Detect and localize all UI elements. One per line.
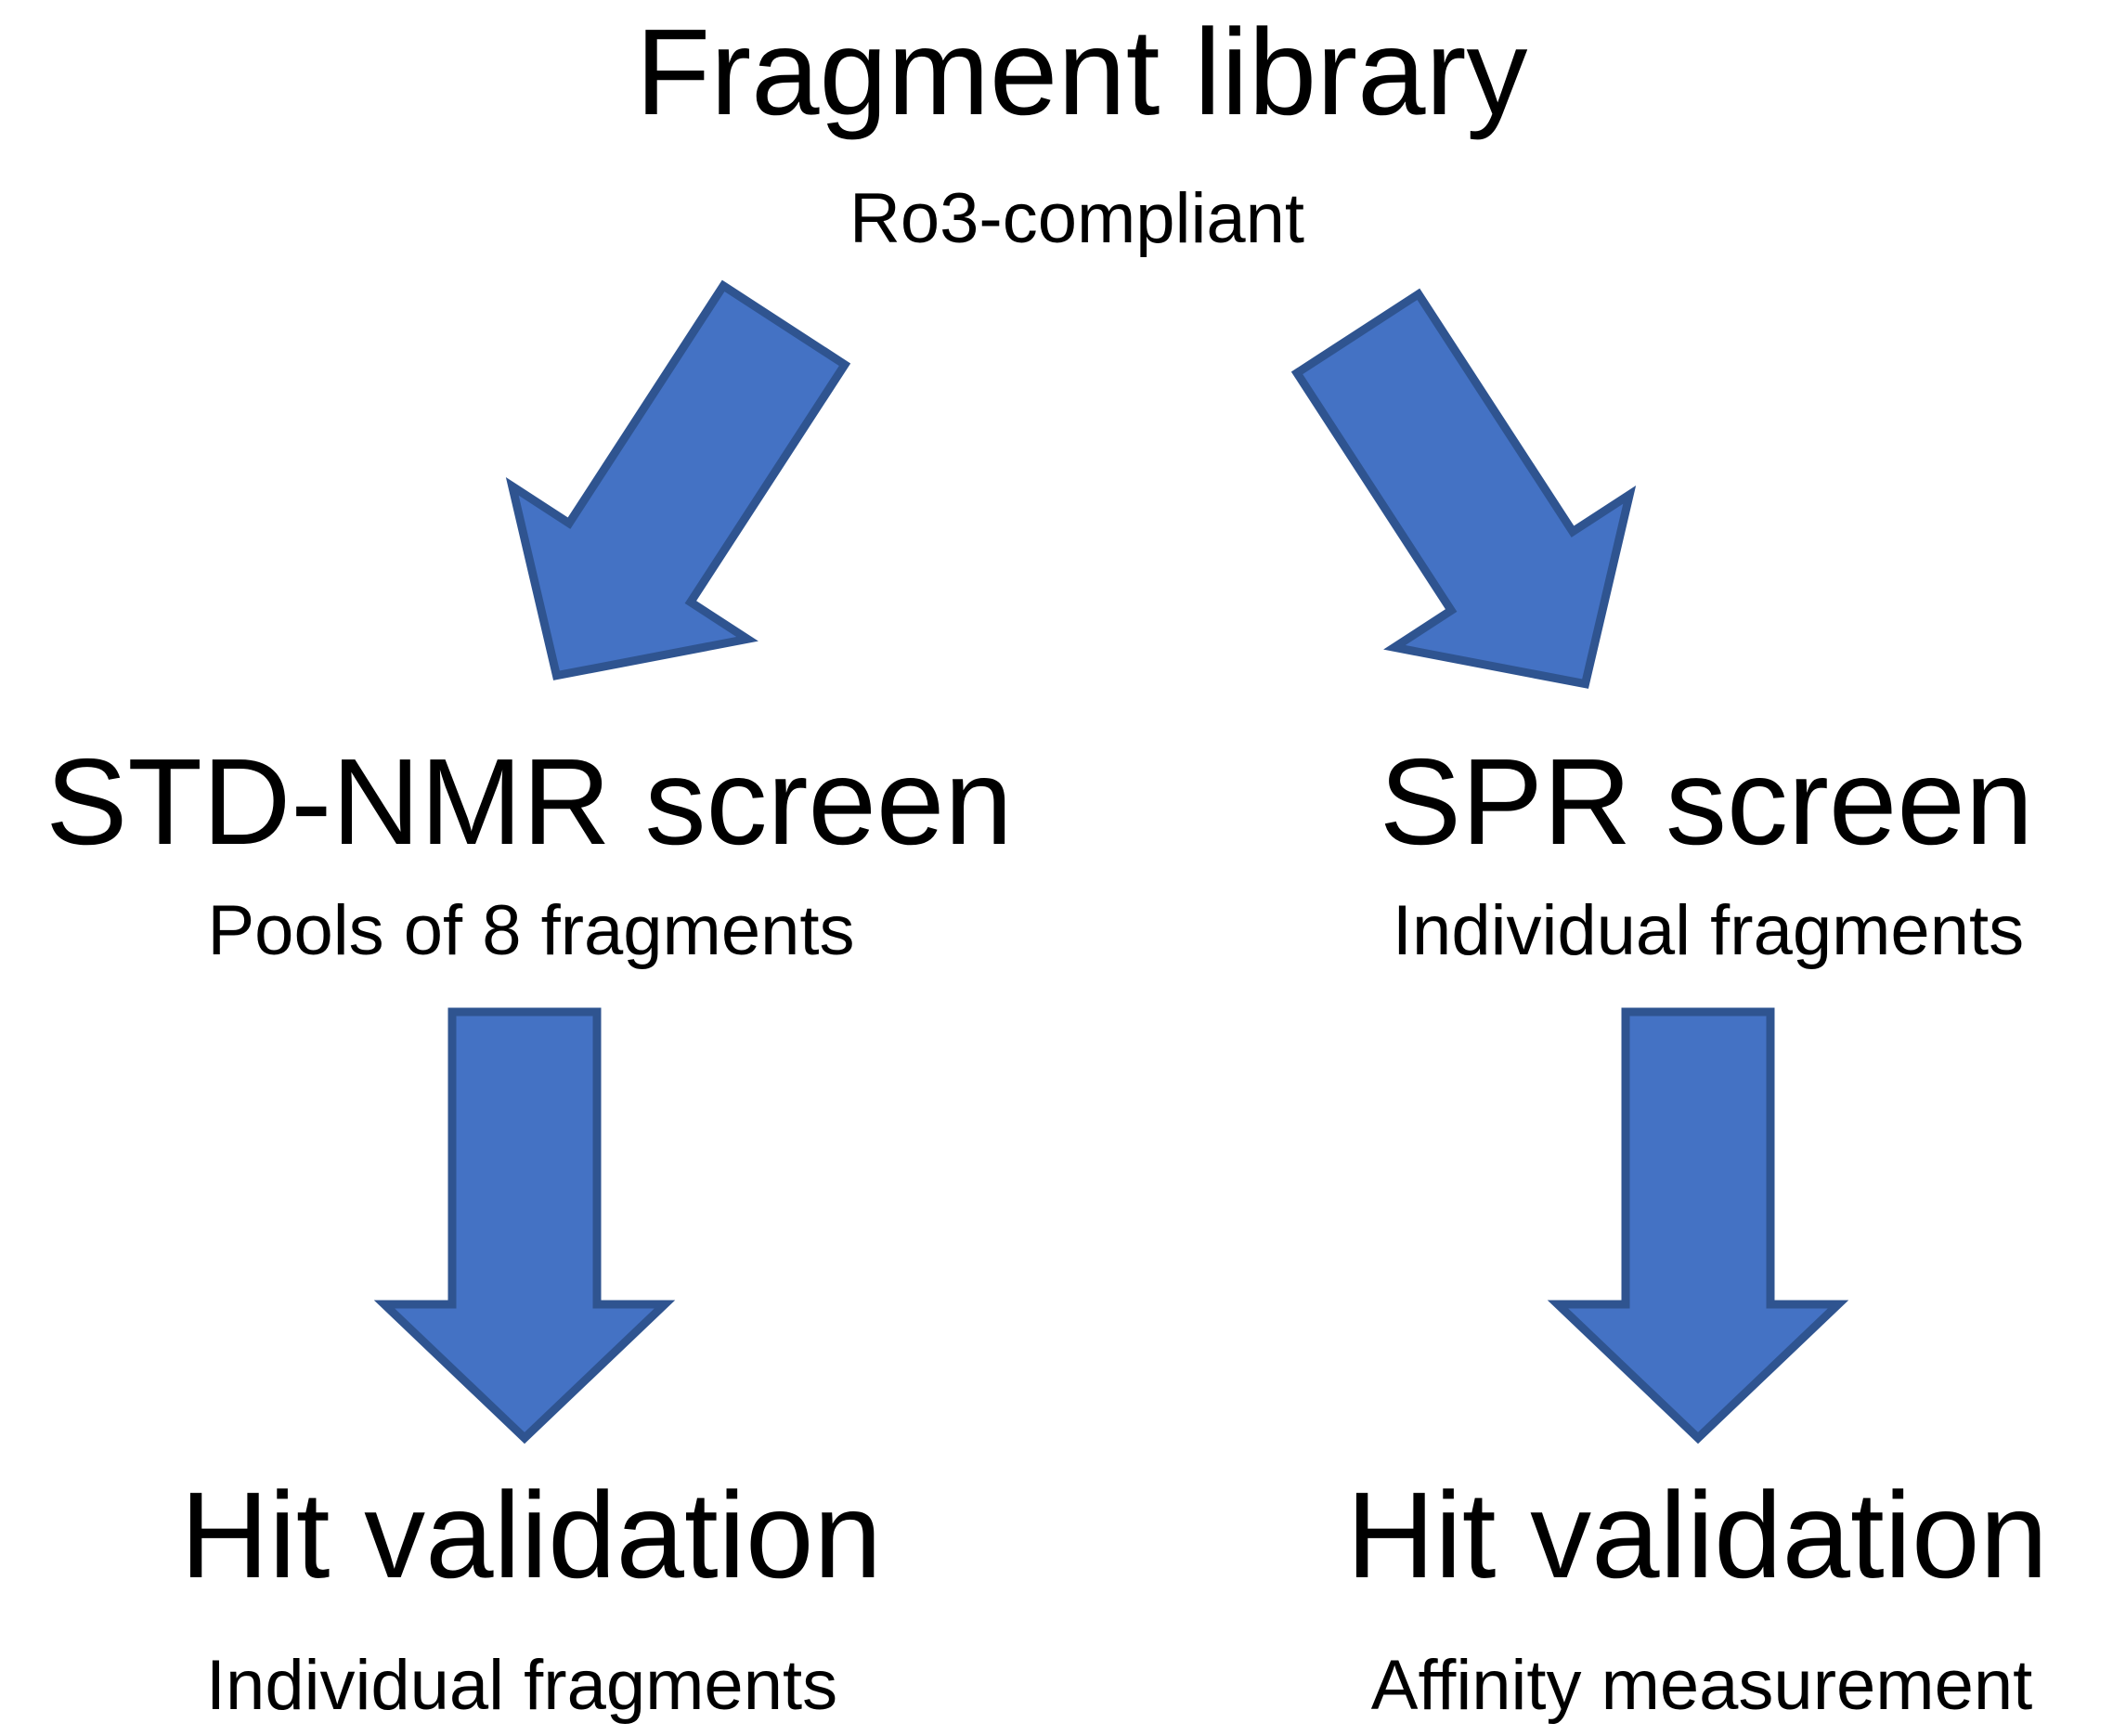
spr-screen-title: SPR screen	[1379, 733, 2034, 870]
arrow-down-right-column-icon	[1547, 1007, 1849, 1445]
right-hit-validation-subtitle: Affinity measurement	[1370, 1646, 2033, 1725]
std-nmr-screen-subtitle: Pools of 8 fragments	[207, 891, 855, 970]
left-hit-validation-subtitle: Individual fragments	[205, 1646, 838, 1725]
arrow-down-right-icon	[1290, 288, 1637, 689]
arrow-down-left-icon	[505, 279, 851, 680]
left-hit-validation-title: Hit validation	[180, 1467, 882, 1603]
fragment-library-title: Fragment library	[635, 4, 1528, 140]
right-hit-validation-title: Hit validation	[1346, 1467, 2048, 1603]
spr-screen-subtitle: Individual fragments	[1392, 891, 2025, 970]
fragment-library-subtitle: Ro3-compliant	[849, 179, 1304, 258]
std-nmr-screen-title: STD-NMR screen	[45, 733, 1013, 870]
arrow-down-left-column-icon	[373, 1007, 676, 1445]
